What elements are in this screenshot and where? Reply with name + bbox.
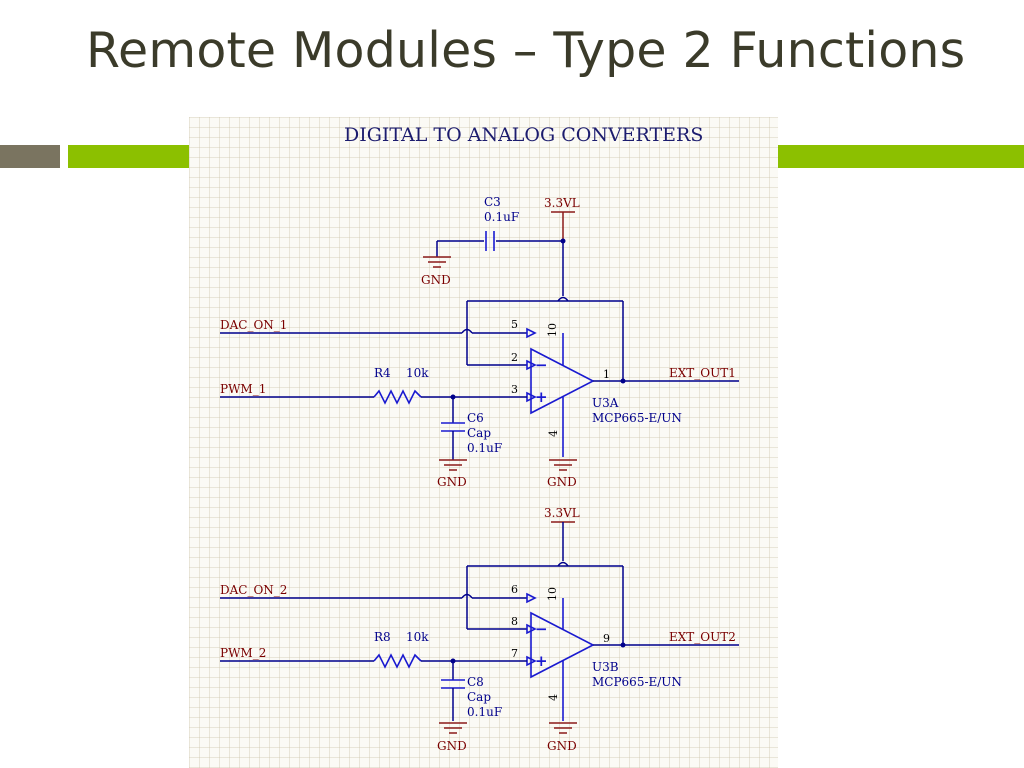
junction-dot (620, 378, 626, 384)
dac-schematic: DIGITAL TO ANALOG CONVERTERS 3.3VL C3 0.… (189, 117, 778, 768)
opamp-ref-2: U3B (592, 660, 619, 674)
resistor-ref-2: R8 (374, 630, 391, 644)
opamp-ref-1: U3A (592, 396, 619, 410)
junction-dot (620, 642, 626, 648)
ground-icon (549, 459, 577, 471)
ground-icon (549, 722, 577, 734)
pin-label-dac-2: 6 (511, 583, 518, 596)
wire-crossover-2 (557, 561, 569, 567)
pin-arrow-dac-2 (526, 592, 537, 604)
pwm-net-label-2: PWM_2 (220, 646, 266, 660)
cap-value-2: 0.1uF (467, 705, 502, 719)
plus-sign-2: + (535, 652, 548, 670)
pin-label-vss-2: 4 (547, 694, 560, 701)
schematic-heading: DIGITAL TO ANALOG CONVERTERS (344, 124, 703, 146)
supply-label-top: 3.3VL (544, 196, 580, 210)
c3-value: 0.1uF (484, 210, 519, 224)
accent-bar-green-left (68, 145, 190, 168)
cap-type-2: Cap (467, 690, 491, 704)
resistor-value-1: 10k (406, 366, 429, 380)
resistor-value-2: 10k (406, 630, 429, 644)
pin-label-inv-2: 8 (511, 615, 518, 628)
pin-label-vdd-2: 10 (546, 587, 559, 601)
c3-ref: C3 (484, 195, 501, 209)
pwm-net-label-1: PWM_1 (220, 382, 266, 396)
dac-channel-1: DAC_ON_1 5 2 3 PWM_1 R4 10k C6 Cap 0.1uF… (220, 243, 739, 489)
output-net-label-1: EXT_OUT1 (669, 366, 736, 380)
pin-label-out-1: 1 (603, 368, 610, 381)
dac-crossover-1 (461, 328, 473, 334)
pin-label-out-2: 9 (603, 632, 610, 645)
ground-label-c3: GND (421, 273, 451, 287)
ground-icon (423, 256, 451, 268)
accent-bar-green-right (778, 145, 1024, 168)
ground-icon (439, 459, 467, 471)
dac-crossover-2 (461, 593, 473, 599)
cap-ref-1: C6 (467, 411, 484, 425)
junction-dot (560, 238, 566, 244)
opamp-part-2: MCP665-E/UN (592, 675, 682, 689)
resistor-ref-1: R4 (374, 366, 391, 380)
minus-sign-2: − (535, 620, 548, 638)
cap-type-1: Cap (467, 426, 491, 440)
pin-label-noninv-1: 3 (511, 383, 518, 396)
opamp-icon (530, 333, 595, 457)
schematic-drawing: DIGITAL TO ANALOG CONVERTERS 3.3VL C3 0.… (220, 124, 739, 753)
cap-value-1: 0.1uF (467, 441, 502, 455)
cap-ref-2: C8 (467, 675, 484, 689)
ground-label-opamp-1: GND (547, 475, 577, 489)
ground-icon (439, 722, 467, 734)
pin-label-inv-1: 2 (511, 351, 518, 364)
decoupling-capacitor-c3: 3.3VL C3 0.1uF GND (421, 195, 580, 287)
ground-label-cap-1: GND (437, 475, 467, 489)
resistor-icon-1 (373, 389, 422, 405)
slide-title: Remote Modules – Type 2 Functions (86, 22, 966, 79)
dac-net-label-2: DAC_ON_2 (220, 583, 287, 597)
pin-label-dac-1: 5 (511, 318, 518, 331)
opamp-part-1: MCP665-E/UN (592, 411, 682, 425)
output-net-label-2: EXT_OUT2 (669, 630, 736, 644)
pin-label-vdd-1: 10 (546, 323, 559, 337)
dac-channel-2: 3.3VL DAC_ON_2 6 8 7 PWM_2 R8 10k C8 Cap… (220, 506, 739, 753)
dac-net-label-1: DAC_ON_1 (220, 318, 287, 332)
supply-label-bottom: 3.3VL (544, 506, 580, 520)
minus-sign-1: − (535, 356, 548, 374)
plus-sign-1: + (535, 388, 548, 406)
pin-label-vss-1: 4 (547, 430, 560, 437)
wire-crossover-1 (557, 296, 569, 302)
ground-label-opamp-2: GND (547, 739, 577, 753)
ground-label-cap-2: GND (437, 739, 467, 753)
opamp-icon (530, 598, 595, 721)
pin-label-noninv-2: 7 (511, 647, 518, 660)
resistor-icon-2 (373, 653, 422, 669)
accent-bar-gray (0, 145, 60, 168)
pin-arrow-dac-1 (526, 327, 537, 339)
